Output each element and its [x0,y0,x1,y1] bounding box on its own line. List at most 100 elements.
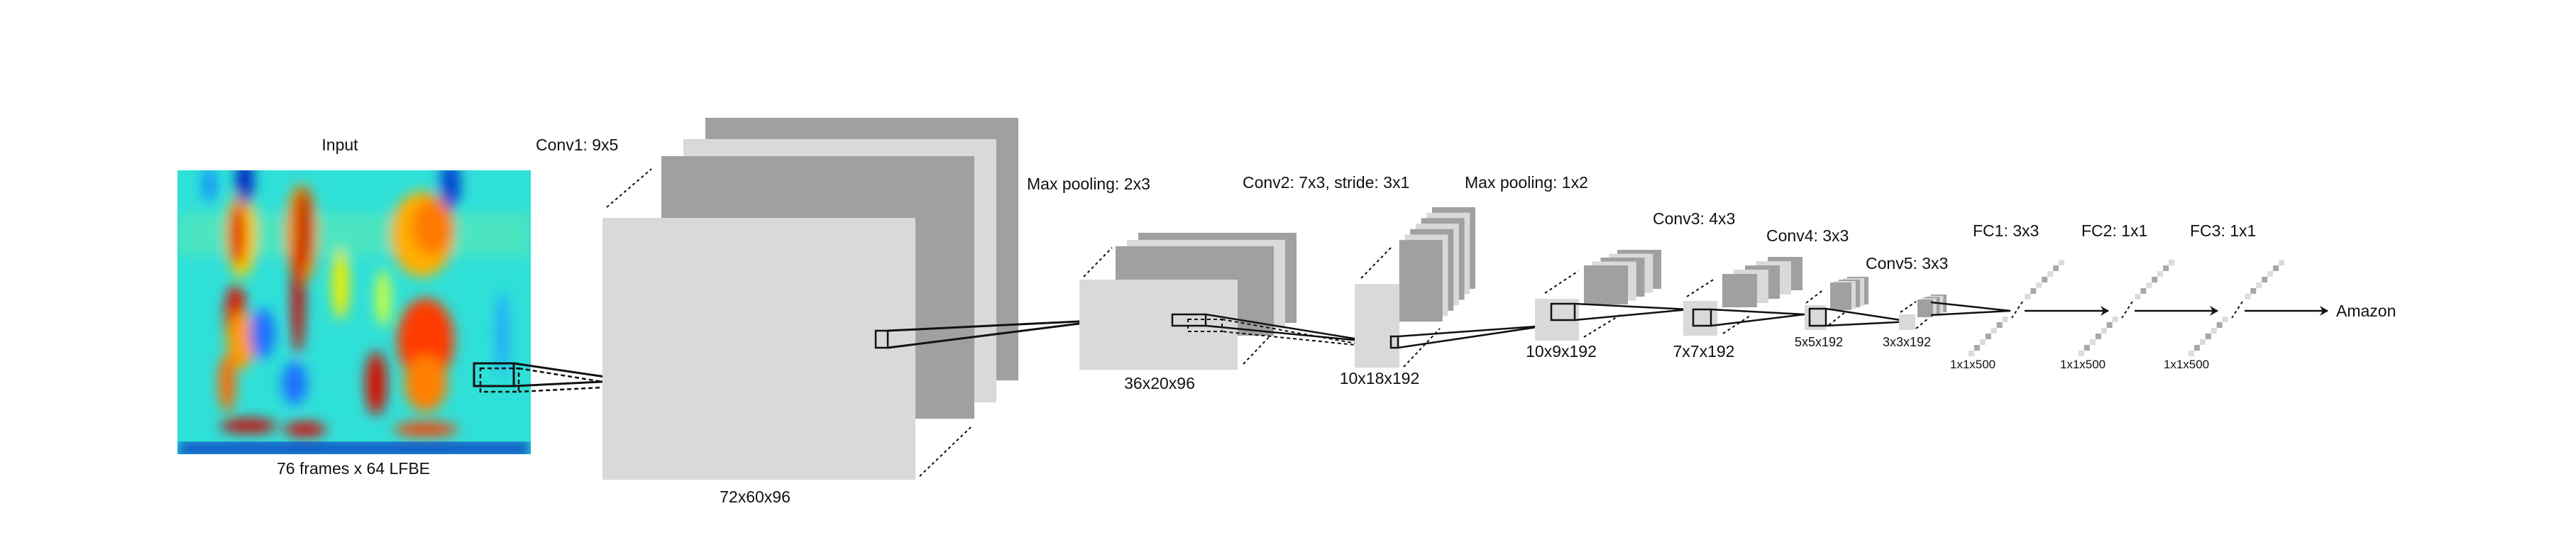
receptive-field-lines [1397,324,1547,349]
fc-unit [2256,282,2262,288]
fc1-label: FC1: 3x3 [1973,221,2039,240]
fc-unit [1985,334,1991,339]
conv5-feature-maps [1899,295,2011,330]
fc-unit [2047,271,2054,277]
receptive-field-lines [1930,301,2011,317]
fc-unit [2157,271,2164,277]
feature-map [1399,240,1443,322]
feature-map [1683,301,1717,336]
fc-unit [2199,339,2206,345]
fc3-units [2189,260,2284,356]
fc-unit-ellipsis [2011,301,2023,319]
conv3-feature-maps [1683,257,1805,336]
pool1-dims: 36x20x96 [1124,374,1195,392]
projection-line [1805,289,1824,304]
feature-map [1355,284,1399,368]
fc1-dims: 1x1x500 [1950,358,1996,371]
input-spectrogram [177,170,531,454]
conv4-feature-maps [1805,277,1911,330]
fc-unit [1991,328,1997,334]
fc-unit [1979,339,1986,345]
fc-unit [1969,351,1974,356]
input-title: Input [321,136,358,154]
conv4-label: Conv4: 3x3 [1766,226,1849,245]
receptive-field-lines [1574,302,1690,321]
fc-unit [2059,260,2064,265]
fc-unit [2140,288,2147,294]
pool2-feature-maps [1535,250,1690,341]
projection-line [1900,301,1917,313]
fc-unit [2146,282,2152,288]
receptive-field [1550,302,1576,321]
conv1-dims: 72x60x96 [720,488,791,506]
conv5-dims: 3x3x192 [1883,335,1931,349]
projection-line [1360,246,1393,279]
fc-unit [2079,351,2084,356]
conv2-label: Conv2: 7x3, stride: 3x1 [1243,173,1409,192]
fc-unit [2002,317,2008,322]
fc-unit [2163,265,2169,271]
conv1-label: Conv1: 9x5 [536,136,618,154]
fc-unit [2106,322,2113,328]
output-label: Amazon [2336,302,2396,320]
fully-connected-layers [1969,260,2284,356]
fc-unit [2095,334,2101,339]
fc-unit [2211,328,2217,334]
receptive-field-lines [1710,308,1805,327]
feature-map [1899,314,1915,330]
fc1-units [1969,260,2064,356]
pool1-feature-maps [1079,233,1377,370]
conv2-feature-maps [1355,207,1547,368]
fc-unit [2036,282,2042,288]
fc-unit-ellipsis [2121,301,2133,319]
fc2-units [2079,260,2174,356]
conv3-label: Conv3: 4x3 [1653,209,1735,228]
projection-line [1828,312,1846,326]
fc-unit [2279,260,2284,265]
fc-unit [2030,288,2037,294]
fc-unit [2205,334,2211,339]
fc-unit-ellipsis [2231,301,2243,319]
fc2-dims: 1x1x500 [2060,358,2106,371]
fc-unit [2169,260,2174,265]
fc-unit [2189,351,2194,356]
fc-unit [2216,322,2223,328]
pool2-dims: 10x9x192 [1526,342,1597,361]
fc-unit [2112,317,2118,322]
fc-unit [2152,277,2158,282]
conv2-dims: 10x18x192 [1340,369,1420,387]
projection-line [1583,313,1623,338]
pool2-label: Max pooling: 1x2 [1465,173,1588,192]
fc-unit [1996,322,2003,328]
receptive-field [1808,307,1827,327]
fc3-dims: 1x1x500 [2164,358,2209,371]
conv4-dims: 5x5x192 [1795,335,1843,349]
fc-unit [2262,277,2268,282]
fc-unit [2245,294,2251,299]
fc-unit [2250,288,2257,294]
input-caption: 76 frames x 64 LFBE [277,459,430,478]
fc-unit [2025,294,2031,299]
feature-map [1830,282,1851,310]
conv3-dims: 7x7x192 [1673,342,1735,361]
receptive-field [1389,335,1399,349]
feature-map [1917,299,1933,317]
projection-line [1915,317,1930,329]
fc-unit [2042,277,2048,282]
conv5-label: Conv5: 3x3 [1866,254,1948,273]
pool1-label: Max pooling: 2x3 [1027,175,1150,193]
fc-unit [1974,345,1980,351]
conv1-feature-maps [602,118,1108,480]
feature-map [1584,265,1628,304]
fc-unit [2194,345,2200,351]
fc-unit [2053,265,2059,271]
fc-unit [2222,317,2228,322]
fc-unit [2135,294,2141,299]
feature-map [1079,280,1238,370]
feature-map [1722,274,1757,307]
feature-map [602,218,915,480]
receptive-field [1692,308,1712,327]
fc2-label: FC2: 1x1 [2081,221,2147,240]
fc-unit [2273,265,2279,271]
